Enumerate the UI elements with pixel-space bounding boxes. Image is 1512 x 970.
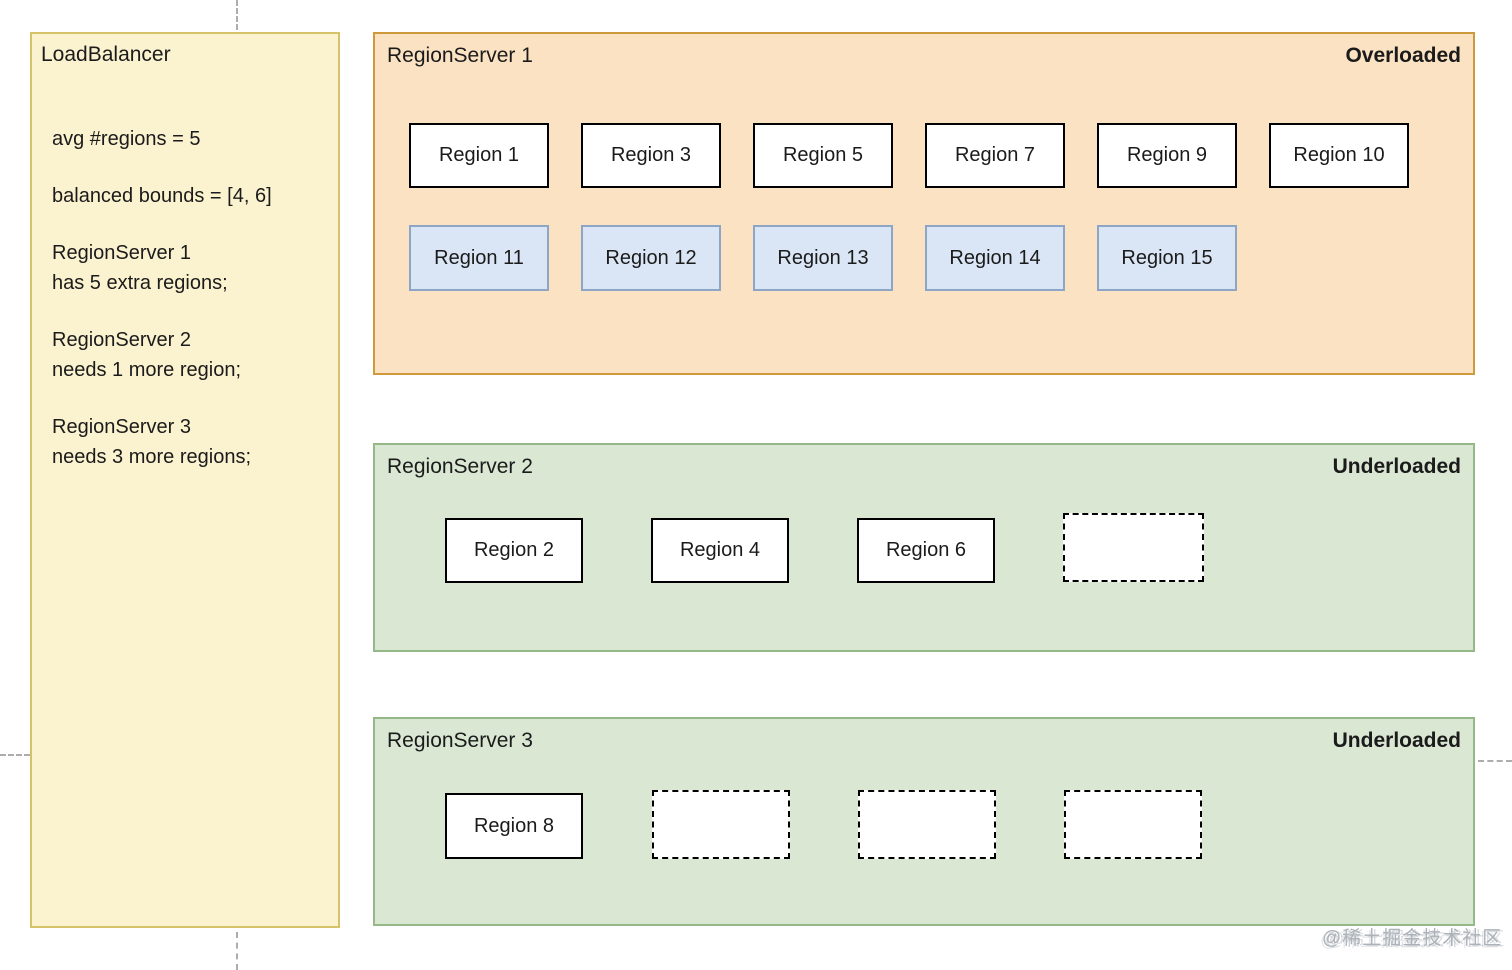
- regionserver-3-title: RegionServer 3: [387, 729, 533, 752]
- note-balanced-bounds: balanced bounds = [4, 6]: [52, 185, 272, 207]
- regionserver-1-title: RegionServer 1: [387, 44, 533, 67]
- region-box-highlighted: Region 14: [925, 225, 1065, 291]
- note-avg-regions: avg #regions = 5: [52, 128, 201, 150]
- empty-region-slot: [1063, 513, 1204, 582]
- region-box: Region 7: [925, 123, 1065, 188]
- region-box-highlighted: Region 13: [753, 225, 893, 291]
- region-box: Region 9: [1097, 123, 1237, 188]
- region-box-highlighted: Region 15: [1097, 225, 1237, 291]
- regionserver-1-status-badge: Overloaded: [1345, 44, 1461, 67]
- regionserver-3-status-badge: Underloaded: [1332, 729, 1461, 752]
- note-regionserver-2: RegionServer 2 needs 1 more region;: [52, 329, 242, 381]
- regionserver-1-header: RegionServer 1 Overloaded: [375, 34, 1473, 69]
- region-box: Region 4: [651, 518, 789, 583]
- loadbalancer-notes: avg #regions = 5 balanced bounds = [4, 6…: [32, 124, 338, 472]
- regionserver-3-header: RegionServer 3 Underloaded: [375, 719, 1473, 754]
- regionserver-3-panel: RegionServer 3 Underloaded Region 8: [373, 717, 1475, 926]
- region-box: Region 8: [445, 793, 583, 859]
- region-box: Region 10: [1269, 123, 1409, 188]
- regionserver-2-title: RegionServer 2: [387, 455, 533, 478]
- region-box: Region 5: [753, 123, 893, 188]
- page-guide-right-icon: [1478, 760, 1512, 762]
- page-guide-bottom-icon: [236, 932, 238, 970]
- empty-region-slot: [1064, 790, 1202, 859]
- loadbalancer-title: LoadBalancer: [41, 43, 171, 66]
- regionserver-2-header: RegionServer 2 Underloaded: [375, 445, 1473, 480]
- empty-region-slot: [652, 790, 790, 859]
- region-box: Region 6: [857, 518, 995, 583]
- region-box-highlighted: Region 12: [581, 225, 721, 291]
- regionserver-2-panel: RegionServer 2 Underloaded Region 2 Regi…: [373, 443, 1475, 652]
- region-box: Region 2: [445, 518, 583, 583]
- watermark: @稀土掘金技术社区: [1322, 928, 1503, 949]
- note-regionserver-3: RegionServer 3 needs 3 more regions;: [52, 416, 252, 468]
- region-box: Region 1: [409, 123, 549, 188]
- region-box: Region 3: [581, 123, 721, 188]
- regionserver-1-panel: RegionServer 1 Overloaded Region 1 Regio…: [373, 32, 1475, 375]
- page-guide-top-icon: [236, 0, 238, 30]
- note-regionserver-1: RegionServer 1 has 5 extra regions;: [52, 242, 228, 294]
- region-box-highlighted: Region 11: [409, 225, 549, 291]
- empty-region-slot: [858, 790, 996, 859]
- regionserver-2-status-badge: Underloaded: [1332, 455, 1461, 478]
- page-guide-left-icon: [0, 754, 30, 756]
- loadbalancer-panel: LoadBalancer avg #regions = 5 balanced b…: [30, 32, 340, 928]
